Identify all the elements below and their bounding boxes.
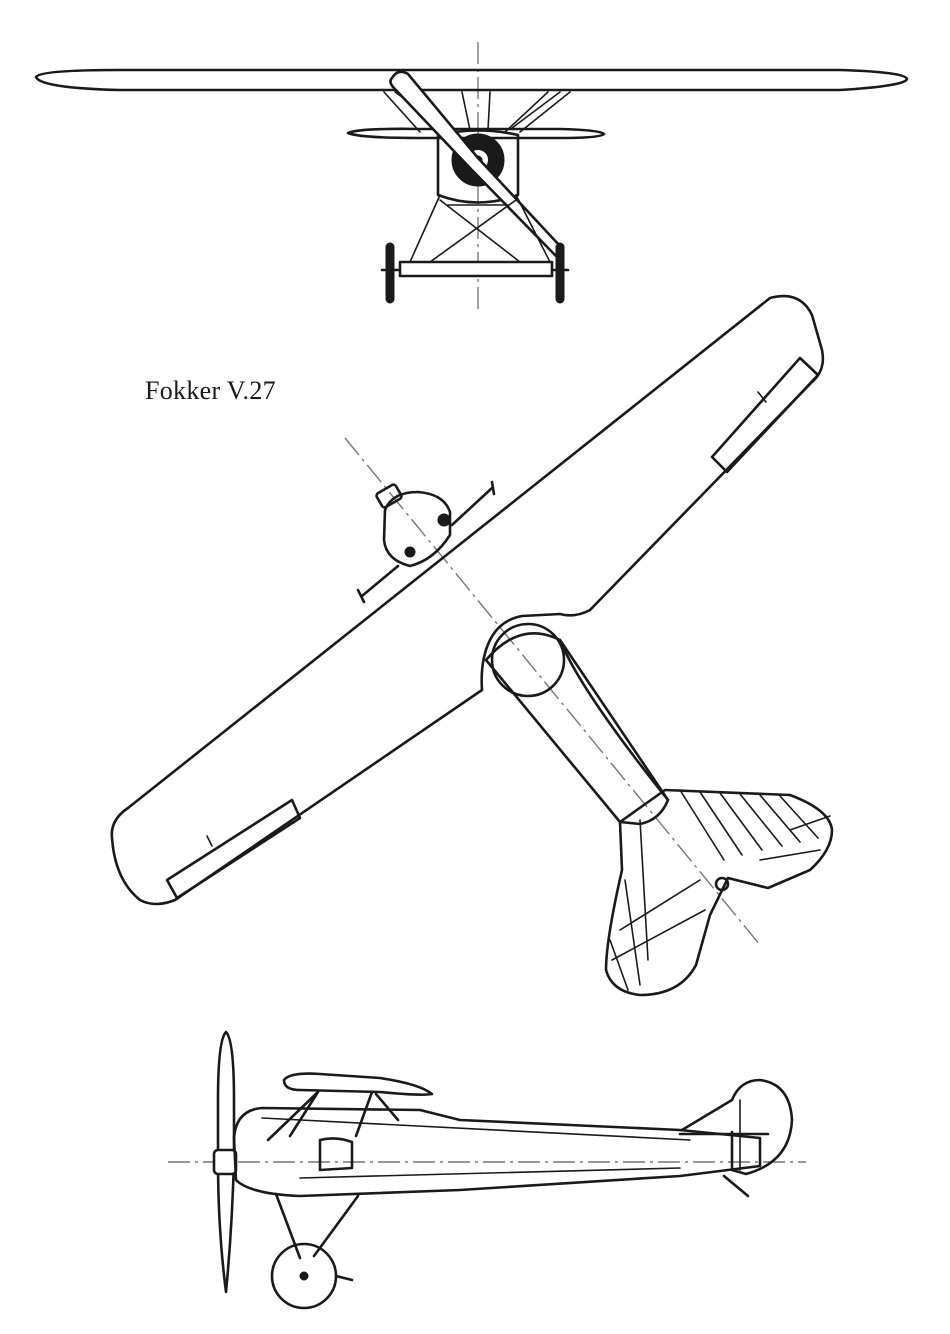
side-view — [168, 1030, 806, 1310]
front-view — [34, 42, 909, 310]
top-view — [110, 294, 834, 997]
aircraft-title: Fokker V.27 — [145, 376, 276, 405]
